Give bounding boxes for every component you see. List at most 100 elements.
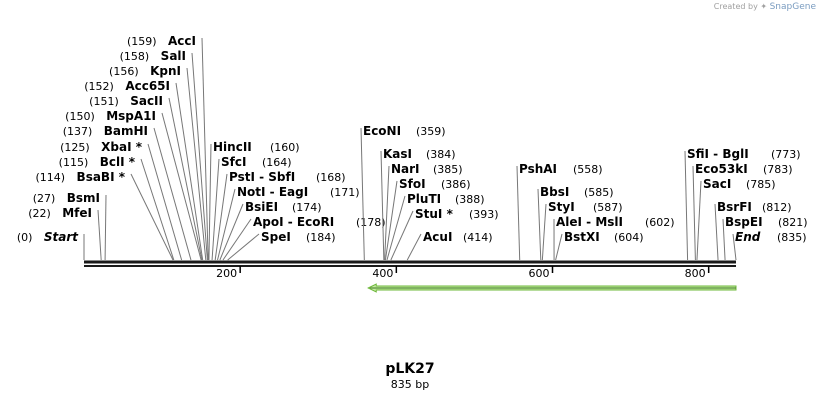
site-leader-line [161, 112, 202, 261]
site-text: BspEI [725, 215, 763, 229]
site-label-bamhi: (137) BamHI [63, 124, 192, 261]
site-text: SfcI [221, 155, 246, 169]
site-text: (152) Acc65I [84, 79, 170, 93]
site-text: (156) KpnI [109, 64, 181, 78]
site-leader-line [722, 218, 726, 261]
site-text: (137) BamHI [63, 124, 148, 138]
spacer [95, 109, 106, 123]
map-end-label: Start [44, 230, 79, 244]
site-leader-line [380, 150, 385, 261]
enzyme-name: SpeI [261, 230, 291, 244]
enzyme-name: AcuI [423, 230, 452, 244]
site-position: (156) [109, 65, 139, 78]
enzyme-name: StyI [548, 200, 575, 214]
site-text: ApoI - EcoRI [253, 215, 334, 229]
site-text: BstXI [564, 230, 600, 244]
site-label-bsiei: BsiEI(174) [219, 200, 322, 261]
site-text: (150) MspA1I [65, 109, 156, 123]
site-label-bspei: BspEI (821) [722, 215, 808, 261]
site-position: (27) [33, 192, 56, 205]
site-position: (152) [84, 80, 114, 93]
site-leader-line [684, 150, 689, 261]
site-position: (174) [292, 201, 322, 214]
site-label-acc65i: (152) Acc65I [84, 79, 204, 261]
site-text: PluTI [407, 192, 441, 206]
site-position: (150) [65, 110, 95, 123]
plasmid-name: pLK27 [385, 361, 435, 377]
site-position: (558) [573, 163, 603, 176]
spacer [32, 230, 43, 244]
site-position: (821) [778, 216, 808, 229]
enzyme-name: BstXI [564, 230, 600, 244]
site-text: (151) SacII [89, 94, 163, 108]
enzyme-name: MspA1I [106, 109, 156, 123]
enzyme-name: PluTI [407, 192, 441, 206]
site-text: SpeI [261, 230, 291, 244]
site-position: (785) [746, 178, 776, 191]
site-text: NarI [391, 162, 420, 176]
plasmid-size: 835 bp [390, 378, 430, 391]
watermark-prefix: Created by [713, 2, 758, 11]
site-leader-line [191, 52, 208, 261]
enzyme-name: PshAI [519, 162, 557, 176]
site-leader-line [516, 165, 521, 261]
enzyme-name: BsrFI [717, 200, 752, 214]
site-leader-line [153, 127, 192, 261]
enzyme-name: PstI - SbfI [229, 170, 295, 184]
site-leader-line [406, 233, 422, 261]
enzyme-name: NotI - EagI [237, 185, 308, 199]
enzyme-name: BamHI [104, 124, 148, 138]
spacer [90, 140, 101, 154]
site-text: PshAI [519, 162, 557, 176]
site-label-acui: AcuI (414) [406, 230, 493, 261]
site-position: (604) [614, 231, 644, 244]
site-leader-line [696, 180, 702, 261]
site-label-sali: (158) SalI [120, 49, 208, 261]
spacer [51, 206, 62, 220]
site-position: (125) [60, 141, 90, 154]
site-text: StuI * [415, 207, 454, 221]
site-position: (115) [59, 156, 89, 169]
site-label-bsrfi: BsrFI (812) [714, 200, 792, 261]
site-leader-line [732, 233, 737, 261]
site-leader-line [227, 233, 260, 261]
site-text: BsrFI [717, 200, 752, 214]
spacer [157, 34, 168, 48]
enzyme-name: StuI [415, 207, 442, 221]
site-text: SfoI [399, 177, 426, 191]
site-label-start: (0) Start [17, 230, 85, 260]
enzyme-name: XbaI [101, 140, 131, 154]
site-label-mfei: (22) MfeI [28, 206, 102, 261]
enzyme-name: KasI [383, 147, 412, 161]
site-position: (385) [433, 163, 463, 176]
site-position: (359) [416, 125, 446, 138]
enzyme-name: BbsI [540, 185, 569, 199]
site-text: AleI - MslI [556, 215, 623, 229]
site-text: KasI [383, 147, 412, 161]
spacer [149, 49, 160, 63]
site-position: (137) [63, 125, 93, 138]
site-text: (22) MfeI [28, 206, 92, 220]
site-label-eco53ki: Eco53kI(783) [692, 162, 793, 261]
ruler-tick-label: 800 [685, 267, 706, 280]
site-position: (812) [762, 201, 792, 214]
site-position: (414) [463, 231, 493, 244]
site-position: (171) [330, 186, 360, 199]
star-marker: * [442, 207, 453, 221]
enzyme-name: BsaBI [77, 170, 115, 184]
site-position: (178) [356, 216, 386, 229]
site-text: (159) AccI [127, 34, 196, 48]
site-label-kpni: (156) KpnI [109, 64, 207, 261]
site-position: (168) [316, 171, 346, 184]
site-leader-line [201, 37, 209, 261]
site-leader-line [186, 67, 207, 261]
site-leader-line [168, 97, 203, 261]
enzyme-name: AccI [168, 34, 196, 48]
spacer [92, 124, 103, 138]
site-label-saci: SacI(785) [696, 177, 776, 261]
spacer [65, 170, 76, 184]
enzyme-name: EcoNI [363, 124, 401, 138]
site-label-hincii: HincII(160) [208, 140, 300, 261]
spacer [55, 191, 66, 205]
site-label-pluti: PluTI(388) [386, 192, 485, 261]
